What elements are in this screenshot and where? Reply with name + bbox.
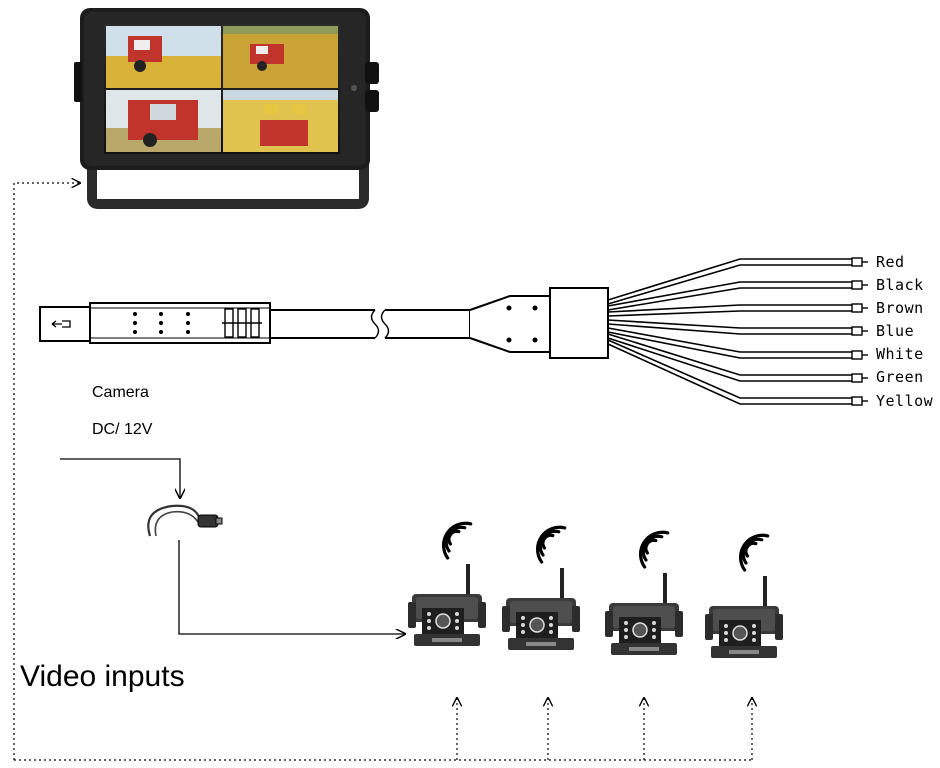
wire-label-yellow: Yellow [876,392,934,410]
wire-green [607,333,868,383]
quad-monitor [74,8,379,209]
wireless-camera-2 [502,525,580,650]
screen-quadrant-1 [106,26,221,88]
wire-label-black: Black [876,276,924,294]
power-label-camera: Camera [92,384,149,401]
camera-lens-icon [632,622,648,638]
screen-quadrant-3 [106,90,221,152]
monitor-knob-top-icon [365,62,379,84]
wifi-signal-icon [739,533,770,572]
wire-white [607,327,868,360]
wire-blue [607,319,868,336]
monitor-knob-bottom-icon [365,90,379,112]
camera-lens-icon [435,613,451,629]
wire-fanout [607,257,868,406]
wire-label-brown: Brown [876,299,924,317]
power-cable [39,287,609,359]
camera-lens-icon [732,625,748,641]
power-label-voltage: DC/ 12V [92,421,153,438]
wireless-camera-4 [705,533,783,658]
screen-quadrant-2 [223,26,338,88]
screen-quadrant-4 [223,90,338,152]
wire-label-blue: Blue [876,322,915,340]
antenna-icon [560,568,564,602]
cameras [408,521,783,658]
wifi-signal-icon [536,525,567,564]
wireless-camera-3 [605,530,683,655]
wifi-signal-icon [442,521,473,560]
wire-yellow [607,339,868,406]
dc-power-connector [60,458,405,634]
antenna-icon [763,576,767,610]
camera-lens-icon [529,617,545,633]
wire-red [607,257,868,305]
wire-label-white: White [876,345,924,363]
wire-brown [607,303,868,317]
antenna-icon [663,573,667,607]
antenna-icon [466,564,470,598]
video-inputs-label: Video inputs [20,660,185,693]
wire-label-green: Green [876,368,924,386]
wire-label-red: Red [876,253,905,271]
wifi-signal-icon [639,530,670,569]
wire-black [607,280,868,311]
video-signal-path [13,183,752,761]
wireless-camera-1 [408,521,486,646]
